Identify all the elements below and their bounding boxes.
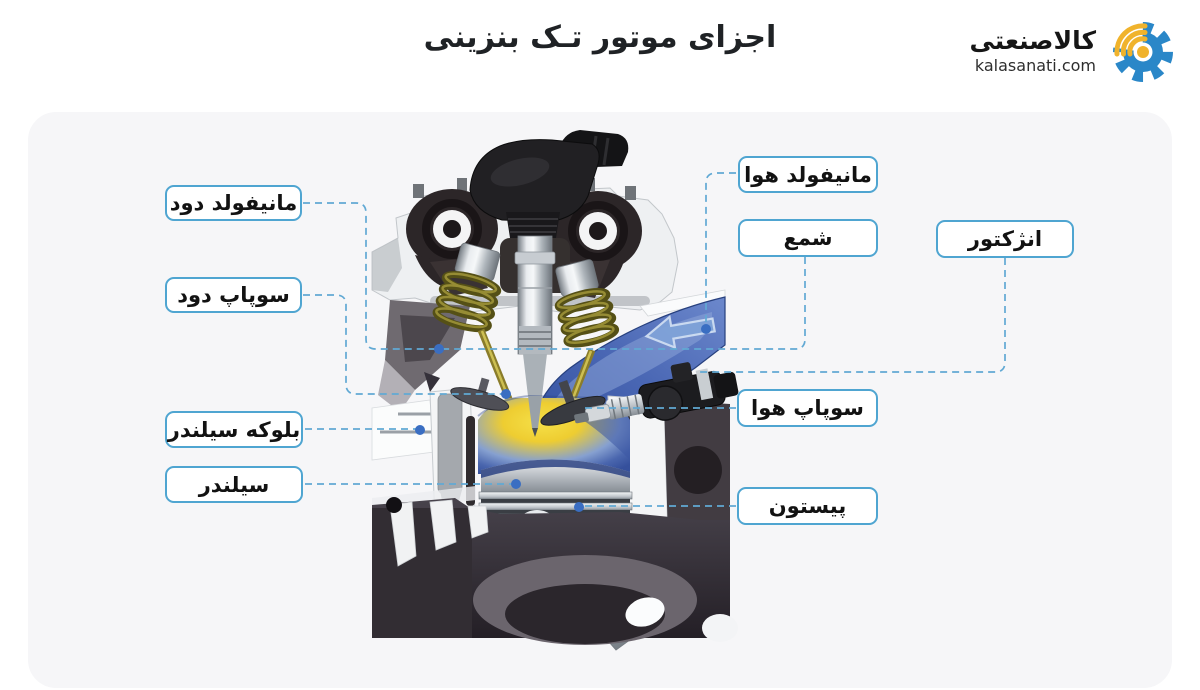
dot-cylinder <box>511 479 521 489</box>
logo-url: kalasanati.com <box>974 55 1096 75</box>
head-stud <box>413 184 424 198</box>
ignition-coil <box>469 130 629 238</box>
dot-exhaust-manifold <box>434 344 444 354</box>
label-intake-valve: سوپاپ هوا <box>737 389 878 427</box>
dot-cylinder-block <box>415 425 425 435</box>
spark-plug-tube <box>514 235 556 396</box>
valve-stems <box>477 328 596 405</box>
head-stud <box>457 178 467 191</box>
label-cylinder-block: بلوکه سیلندر <box>165 411 303 448</box>
dot-exhaust-valve <box>501 389 511 399</box>
leader-exhaust-manifold <box>303 202 436 350</box>
head-stud <box>625 186 636 200</box>
label-exhaust-valve: سوپاپ دود <box>165 277 302 313</box>
dot-piston <box>574 502 584 512</box>
engine-cutaway <box>371 130 739 651</box>
label-intake-manifold: مانیفولد هوا <box>738 156 878 193</box>
fuel-injector <box>574 362 739 424</box>
label-cylinder: سیلندر <box>165 466 303 503</box>
leader-injector <box>698 258 1006 373</box>
label-exhaust-manifold: مانیفولد دود <box>165 185 302 221</box>
leader-spark-plug <box>442 257 806 350</box>
kalasanati-logo: کالاصنعتی kalasanati.com <box>969 10 1182 92</box>
page-title: اجزای موتور تـک بنزینی <box>423 20 777 55</box>
logo-brand-name: کالاصنعتی <box>969 26 1096 56</box>
label-spark-plug: شمع <box>738 219 878 257</box>
label-piston: پیستون <box>737 487 878 525</box>
dot-intake-manifold <box>701 324 711 334</box>
leader-intake-manifold <box>705 172 736 325</box>
intake-valve-spring <box>554 259 620 348</box>
cylinder-liner-left <box>437 393 463 495</box>
spark-plug-tip <box>528 396 542 428</box>
exhaust-valve-spring <box>432 242 502 333</box>
kalasanati-gear-icon <box>1110 15 1173 82</box>
crankcase <box>372 486 738 645</box>
label-injector: انژکتور <box>936 220 1074 258</box>
leader-exhaust-valve <box>303 294 502 395</box>
